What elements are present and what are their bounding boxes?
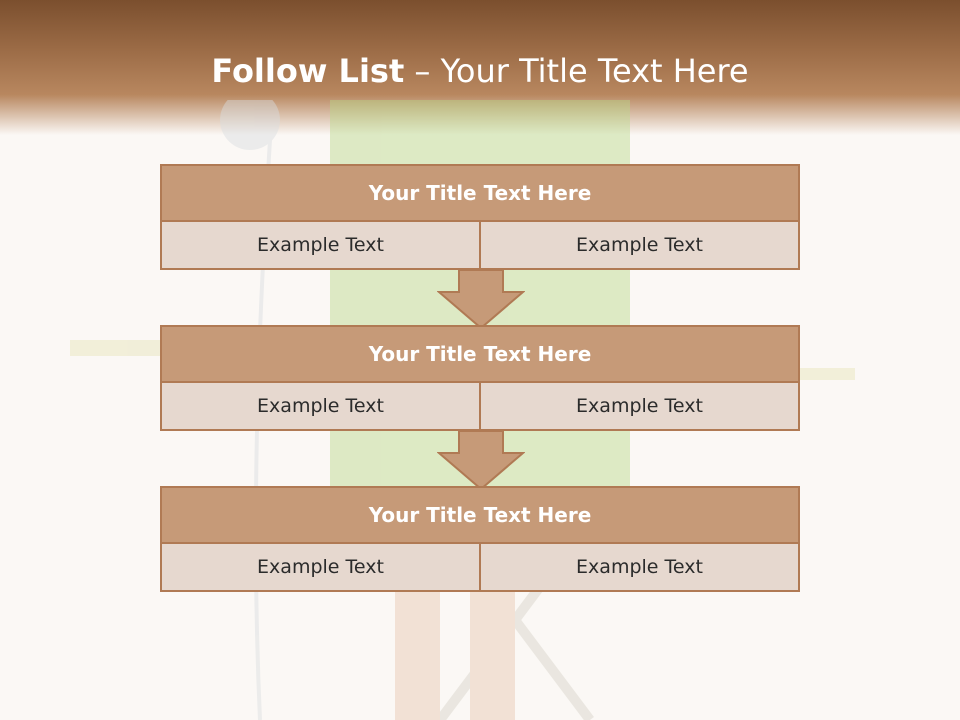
block-title: Your Title Text Here xyxy=(162,327,798,383)
down-arrow-icon xyxy=(437,431,525,491)
list-block-2: Your Title Text Here Example Text Exampl… xyxy=(160,325,800,431)
slide-title-bold: Follow List xyxy=(211,52,405,90)
block-cell-right: Example Text xyxy=(479,222,798,268)
block-cell-right: Example Text xyxy=(479,383,798,429)
block-row: Example Text Example Text xyxy=(162,544,798,590)
block-row: Example Text Example Text xyxy=(162,222,798,268)
block-title: Your Title Text Here xyxy=(162,166,798,222)
slide-title-rest: – Your Title Text Here xyxy=(404,52,749,90)
header-banner xyxy=(0,0,960,135)
block-cell-left: Example Text xyxy=(162,544,479,590)
block-cell-left: Example Text xyxy=(162,222,479,268)
slide-title: Follow List – Your Title Text Here xyxy=(0,52,960,90)
block-title: Your Title Text Here xyxy=(162,488,798,544)
list-block-1: Your Title Text Here Example Text Exampl… xyxy=(160,164,800,270)
list-block-3: Your Title Text Here Example Text Exampl… xyxy=(160,486,800,592)
block-cell-right: Example Text xyxy=(479,544,798,590)
down-arrow-icon xyxy=(437,270,525,330)
block-cell-left: Example Text xyxy=(162,383,479,429)
block-row: Example Text Example Text xyxy=(162,383,798,429)
